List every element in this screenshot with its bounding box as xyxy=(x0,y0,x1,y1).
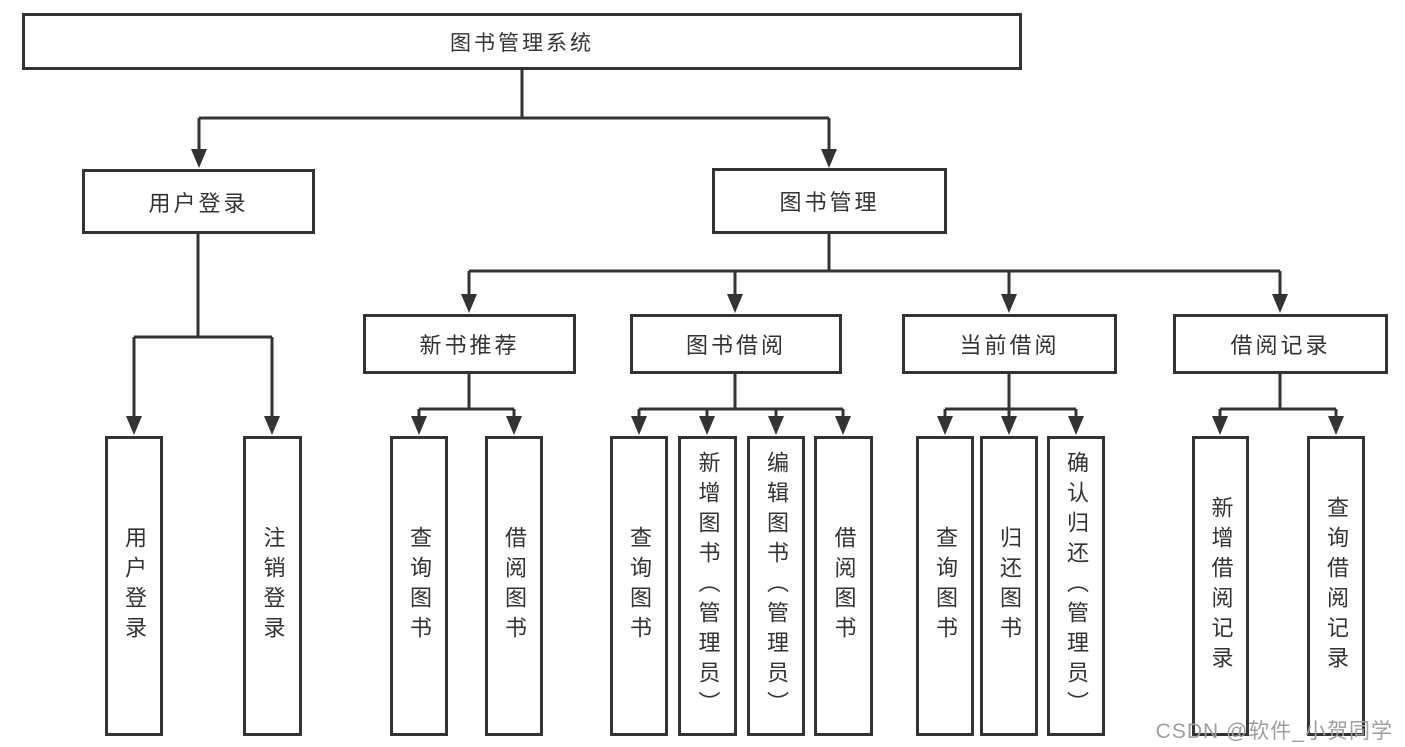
leaf-borrowing-borrow-books: 借阅图书 xyxy=(814,436,873,736)
leaf-current-query-books-label: 查询图书 xyxy=(933,526,958,646)
node-book-borrowing: 图书借阅 xyxy=(630,314,842,374)
leaf-newbook-borrow-books: 借阅图书 xyxy=(485,436,543,736)
leaf-current-confirm-return-admin: 确认归还（管理员） xyxy=(1047,436,1105,736)
node-current-borrowing-label: 当前借阅 xyxy=(959,333,1060,358)
node-user-login: 用户登录 xyxy=(82,169,315,234)
leaf-borrowing-edit-books-admin: 编辑图书（管理员） xyxy=(747,436,805,736)
node-new-book-recommend-label: 新书推荐 xyxy=(419,333,520,358)
leaf-records-add-record: 新增借阅记录 xyxy=(1192,436,1249,736)
leaf-borrowing-add-books-admin: 新增图书（管理员） xyxy=(678,436,737,736)
leaf-borrowing-edit-books-admin-label: 编辑图书（管理员） xyxy=(764,451,789,721)
node-borrowing-records: 借阅记录 xyxy=(1173,314,1388,374)
node-book-borrowing-label: 图书借阅 xyxy=(685,333,786,358)
leaf-current-return-books-label: 归还图书 xyxy=(997,526,1022,646)
node-book-management: 图书管理 xyxy=(712,168,947,234)
leaf-records-query-record-label: 查询借阅记录 xyxy=(1324,496,1349,676)
leaf-newbook-query-books: 查询图书 xyxy=(390,436,448,736)
node-new-book-recommend: 新书推荐 xyxy=(363,314,576,374)
leaf-newbook-borrow-books-label: 借阅图书 xyxy=(502,526,527,646)
watermark: CSDN @软件_小贺同学 xyxy=(1155,720,1393,743)
leaf-records-add-record-label: 新增借阅记录 xyxy=(1208,496,1234,676)
leaf-borrowing-borrow-books-label: 借阅图书 xyxy=(831,526,857,646)
leaf-borrowing-query-books: 查询图书 xyxy=(610,436,668,736)
leaf-borrowing-query-books-label: 查询图书 xyxy=(627,526,652,646)
node-user-login-label: 用户登录 xyxy=(148,190,249,216)
leaf-user-login-label: 用户登录 xyxy=(122,526,147,646)
leaf-user-login: 用户登录 xyxy=(105,436,163,736)
node-root: 图书管理系统 xyxy=(22,13,1022,70)
leaf-current-confirm-return-admin-label: 确认归还（管理员） xyxy=(1064,451,1089,721)
arrowheads xyxy=(126,149,1344,435)
node-root-label: 图书管理系统 xyxy=(450,31,594,55)
leaf-current-query-books: 查询图书 xyxy=(916,436,974,736)
leaf-borrowing-add-books-admin-label: 新增图书（管理员） xyxy=(695,451,721,721)
leaf-current-return-books: 归还图书 xyxy=(980,436,1038,736)
node-borrowing-records-label: 借阅记录 xyxy=(1230,333,1331,358)
leaf-logout-label: 注销登录 xyxy=(260,526,286,646)
leaf-logout: 注销登录 xyxy=(243,436,302,736)
leaf-records-query-record: 查询借阅记录 xyxy=(1307,436,1365,736)
node-book-management-label: 图书管理 xyxy=(779,190,880,215)
leaf-newbook-query-books-label: 查询图书 xyxy=(407,526,432,646)
node-current-borrowing: 当前借阅 xyxy=(902,314,1117,374)
